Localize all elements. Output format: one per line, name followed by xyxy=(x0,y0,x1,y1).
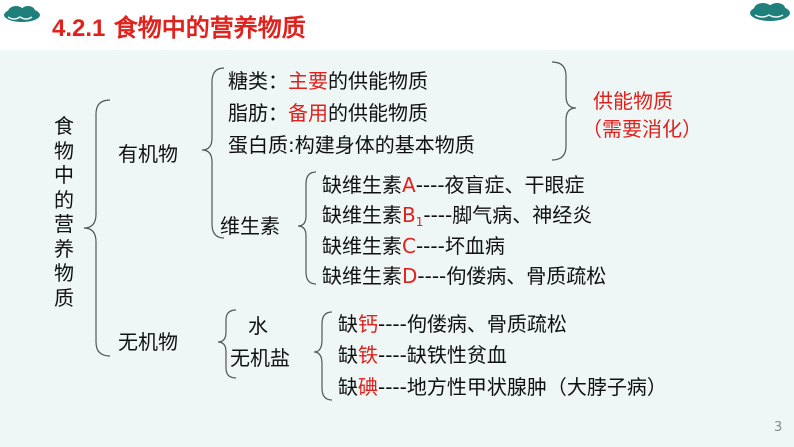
vitamin-item-prefix: 缺维生素 xyxy=(322,264,402,288)
energy-item: 糖类：主要的供能物质 xyxy=(228,69,428,93)
page-title: 4.2.1 食物中的营养物质 xyxy=(52,8,306,43)
energy-item-prefix: 蛋白质:构建身体的基本物质 xyxy=(228,133,475,157)
energy-item-highlight: 主要 xyxy=(288,69,328,93)
salt-item: 缺碘----地方性甲状腺肿（大脖子病） xyxy=(338,375,667,399)
vitamin-item-prefix: 缺维生素 xyxy=(322,234,402,258)
vitamin-item-highlight: A xyxy=(402,173,416,197)
vitamin-item-highlight: C xyxy=(402,234,416,258)
title-bar xyxy=(0,0,794,50)
energy-item-prefix: 糖类： xyxy=(228,69,288,93)
salt-item: 缺钙----佝偻病、骨质疏松 xyxy=(338,312,567,336)
water-label: 水 xyxy=(248,314,268,338)
bracket-organic xyxy=(201,67,225,239)
vitamin-item-suffix: ----佝偻病、骨质疏松 xyxy=(417,264,607,288)
energy-item: 脂肪：备用的供能物质 xyxy=(228,101,428,125)
vitamin-item-subscript: 1 xyxy=(415,215,424,229)
vitamin-item: 缺维生素B1----脚气病、神经炎 xyxy=(322,203,593,229)
salt-item-highlight: 铁 xyxy=(358,343,378,367)
vitamin-item: 缺维生素D----佝偻病、骨质疏松 xyxy=(322,264,606,288)
energy-item-highlight: 备用 xyxy=(288,101,328,125)
salt-item-highlight: 钙 xyxy=(358,312,378,336)
energy-note-line2: （需要消化） xyxy=(582,117,702,141)
vitamin-item: 缺维生素C----坏血病 xyxy=(322,234,505,258)
cloud-icon-right xyxy=(750,3,790,21)
salt-item-suffix: ----缺铁性贫血 xyxy=(378,343,507,367)
salt-item-highlight: 碘 xyxy=(358,375,378,399)
vitamin-item: 缺维生素A----夜盲症、干眼症 xyxy=(322,173,585,197)
cloud-icon-left xyxy=(4,6,40,22)
salt-label: 无机盐 xyxy=(230,346,290,370)
energy-item: 蛋白质:构建身体的基本物质 xyxy=(228,133,475,157)
energy-item-prefix: 脂肪： xyxy=(228,101,288,125)
salt-item-prefix: 缺 xyxy=(338,343,358,367)
vitamin-item-highlight: D xyxy=(402,264,418,288)
energy-note-line1: 供能物质 xyxy=(593,89,673,113)
vitamin-item-suffix: ----坏血病 xyxy=(415,234,505,258)
title-text: 食物中的营养物质 xyxy=(113,14,306,42)
section-number: 4.2.1 xyxy=(52,15,106,42)
vitamin-item-prefix: 缺维生素 xyxy=(322,173,402,197)
salt-item-suffix: ----地方性甲状腺肿（大脖子病） xyxy=(378,375,667,399)
salt-item-suffix: ----佝偻病、骨质疏松 xyxy=(378,312,567,336)
energy-item-suffix: 的供能物质 xyxy=(328,69,428,93)
root-label: 食物中的营养物质 xyxy=(54,114,74,310)
organic-label: 有机物 xyxy=(118,142,178,166)
bracket-energy xyxy=(551,61,577,161)
salt-item-prefix: 缺 xyxy=(338,375,358,399)
vitamin-item-prefix: 缺维生素 xyxy=(322,203,402,227)
bracket-vitamin xyxy=(297,171,317,285)
bracket-salt xyxy=(313,311,333,401)
bracket-root xyxy=(83,99,111,357)
salt-item-prefix: 缺 xyxy=(338,312,358,336)
inorganic-label: 无机物 xyxy=(118,330,178,354)
vitamin-item-highlight: B xyxy=(402,203,416,227)
salt-item: 缺铁----缺铁性贫血 xyxy=(338,343,507,367)
vitamin-item-suffix: ----脚气病、神经炎 xyxy=(423,203,593,227)
page-number: 3 xyxy=(774,420,783,435)
vitamin-label: 维生素 xyxy=(220,214,280,238)
bracket-inorganic xyxy=(217,309,237,379)
vitamin-item-suffix: ----夜盲症、干眼症 xyxy=(415,173,585,197)
energy-item-suffix: 的供能物质 xyxy=(328,101,428,125)
